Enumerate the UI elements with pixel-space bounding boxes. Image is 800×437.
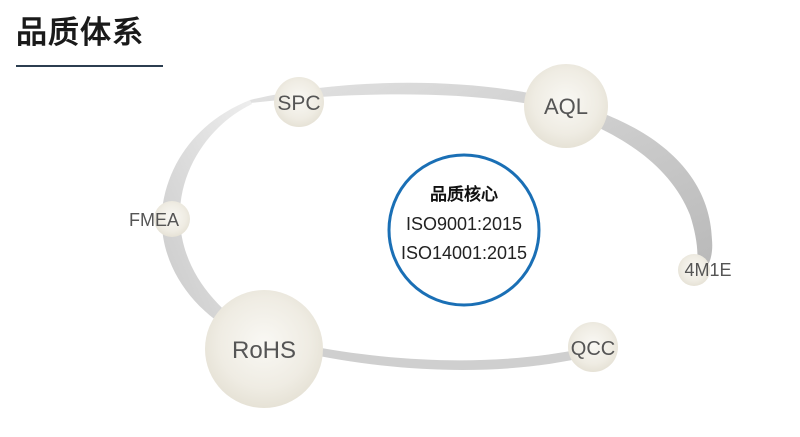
node-qcc-circle — [568, 322, 618, 372]
title-underline — [16, 65, 163, 67]
node-aql-label: AQL — [544, 94, 588, 119]
node-fmea-circle — [154, 201, 190, 237]
page-title: 品质体系 — [16, 15, 144, 51]
core-ring — [387, 153, 541, 307]
node-spc-label: SPC — [277, 92, 320, 115]
node-aql-circle — [524, 64, 608, 148]
core-standard-2: ISO14001:2015 — [401, 243, 527, 263]
node-4m1e-circle — [678, 254, 710, 286]
core-circle-group: 品质核心 ISO9001:2015 ISO14001:2015 — [387, 153, 541, 307]
node-aql: AQL — [524, 64, 608, 148]
orbit-arc-left — [161, 100, 262, 341]
orbit-ring — [161, 82, 713, 370]
node-fmea: FMEA — [129, 201, 190, 237]
core-standard-1: ISO9001:2015 — [406, 214, 522, 234]
node-rohs: RoHS — [205, 290, 323, 408]
core-title: 品质核心 — [430, 184, 498, 205]
node-4m1e: 4M1E — [678, 254, 732, 286]
orbit-arc-bottom — [300, 344, 591, 370]
node-qcc-label: QCC — [571, 338, 615, 360]
node-fmea-label: FMEA — [129, 210, 179, 230]
node-4m1e-label: 4M1E — [684, 260, 731, 280]
node-rohs-label: RoHS — [232, 337, 296, 364]
node-spc-circle — [274, 77, 324, 127]
node-qcc: QCC — [568, 322, 618, 372]
node-rohs-circle — [205, 290, 323, 408]
node-spc: SPC — [274, 77, 324, 127]
